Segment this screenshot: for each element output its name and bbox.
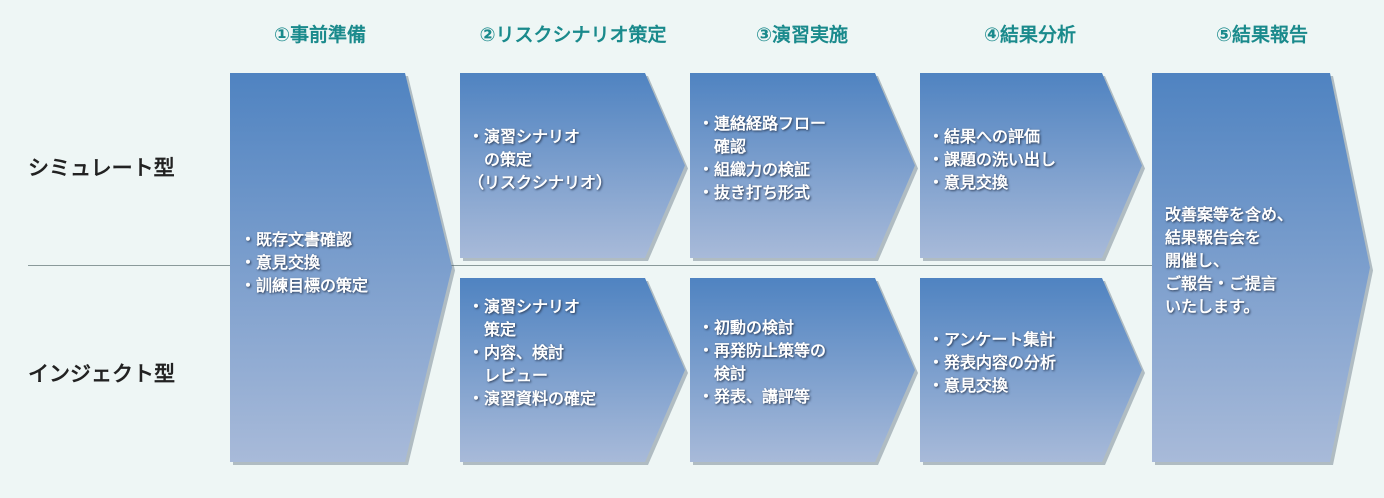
box-text-line: ・意見交換	[928, 376, 1009, 395]
inject-scenario-box-text: ・演習シナリオ 策定・内容、検討 レビュー・演習資料の確定	[468, 295, 596, 410]
step-3-header: ③演習実施	[755, 24, 849, 46]
inject-analysis-box	[920, 278, 1142, 462]
box-text-line: ご報告・ご提言	[1165, 274, 1278, 293]
box-text-line: ・既存文書確認	[240, 230, 353, 249]
inject-exercise-box	[690, 278, 915, 462]
box-text-line: 改善案等を含め、	[1165, 205, 1294, 224]
box-text-line: ・結果への評価	[928, 127, 1041, 146]
row-divider	[28, 265, 1153, 266]
box-text-line: ・訓練目標の策定	[240, 276, 369, 295]
row-label-simulate: シミュレート型	[28, 156, 175, 180]
step-1-header: ①事前準備	[273, 24, 367, 46]
report-box	[1152, 73, 1370, 462]
step-4-header: ④結果分析	[983, 24, 1077, 46]
inject-exercise-box-text: ・初動の検討・再発防止策等の 検討・発表、講評等	[698, 316, 826, 408]
box-text-line: 検討	[698, 364, 747, 383]
box-text-line: ・内容、検討	[468, 343, 565, 362]
box-text-line: ・演習資料の確定	[468, 389, 597, 408]
simulate-analysis-box-text: ・結果への評価・課題の洗い出し・意見交換	[928, 125, 1056, 194]
simulate-analysis-box	[920, 73, 1142, 258]
box-text-line: ・組織力の検証	[698, 160, 811, 179]
simulate-scenario-box	[460, 73, 685, 258]
box-text-line: 確認	[698, 137, 747, 156]
simulate-scenario-box-text: ・演習シナリオ の策定 （リスクシナリオ）	[468, 125, 612, 194]
row-label-inject: インジェクト型	[28, 362, 175, 386]
box-text-line: 開催し、	[1165, 251, 1230, 270]
box-text-line: の策定	[468, 150, 533, 169]
box-text-line: ・意見交換	[240, 253, 321, 272]
box-text-line: レビュー	[468, 366, 549, 385]
box-text-line: ・課題の洗い出し	[928, 150, 1057, 169]
box-text-line: いたします。	[1165, 297, 1260, 316]
inject-analysis-box-text: ・アンケート集計・発表内容の分析・意見交換	[928, 328, 1056, 397]
box-text-line: ・意見交換	[928, 173, 1009, 192]
box-text-line: ・連絡経路フロー	[698, 114, 827, 133]
box-text-line: ・発表、講評等	[698, 387, 811, 406]
step-2-header: ②リスクシナリオ策定	[479, 24, 667, 46]
box-text-line: ・初動の検討	[698, 318, 795, 337]
prep-box-text: ・既存文書確認・意見交換・訓練目標の策定	[240, 228, 368, 297]
prep-box	[230, 73, 452, 462]
box-text-line: ・演習シナリオ	[468, 297, 581, 316]
box-text-line: 結果報告会を	[1165, 228, 1262, 247]
box-text-line: ・再発防止策等の	[698, 341, 827, 360]
simulate-exercise-box-text: ・連絡経路フロー 確認・組織力の検証・抜き打ち形式	[698, 112, 826, 204]
box-text-line: （リスクシナリオ）	[468, 173, 613, 192]
step-5-header: ⑤結果報告	[1215, 24, 1309, 46]
box-text-line: 策定	[468, 320, 517, 339]
box-text-line: ・抜き打ち形式	[698, 183, 811, 202]
inject-scenario-box	[460, 278, 685, 462]
box-text-line: ・発表内容の分析	[928, 353, 1057, 372]
box-text-line: ・アンケート集計	[928, 330, 1056, 349]
simulate-exercise-box	[690, 73, 915, 258]
report-box-text: 改善案等を含め、結果報告会を開催し、ご報告・ご提言いたします。	[1165, 203, 1293, 318]
box-text-line: ・演習シナリオ	[468, 127, 581, 146]
